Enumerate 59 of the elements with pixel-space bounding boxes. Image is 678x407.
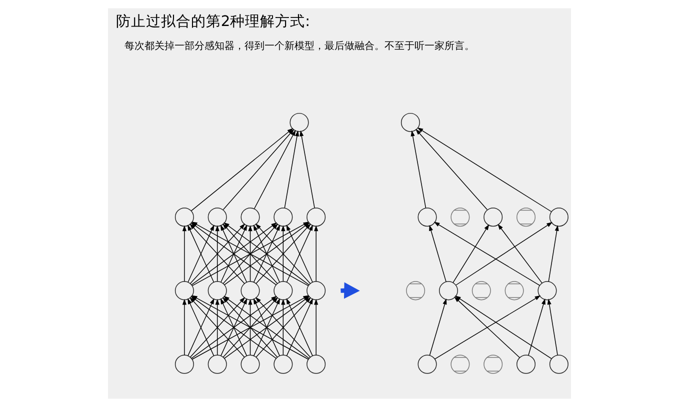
arrow xyxy=(253,130,296,210)
node-crossed-circle xyxy=(450,354,470,374)
arrow xyxy=(182,298,186,356)
arrow xyxy=(286,224,312,283)
arrow xyxy=(248,298,252,356)
arrow xyxy=(214,298,219,356)
node-circle xyxy=(207,208,226,227)
node-circle xyxy=(537,281,556,300)
node-circle xyxy=(483,208,502,227)
arrow xyxy=(299,130,314,208)
arrow xyxy=(286,298,312,356)
arrow xyxy=(452,224,489,283)
node-circle xyxy=(438,281,458,300)
arrow xyxy=(497,224,542,284)
arrow xyxy=(314,298,318,356)
arrow xyxy=(314,225,318,282)
arrow xyxy=(182,225,186,282)
node-circle xyxy=(548,208,568,227)
arrow xyxy=(280,298,285,356)
node-circle xyxy=(174,354,194,374)
arrow xyxy=(455,222,552,286)
node-circle xyxy=(306,208,326,227)
arrow xyxy=(280,225,285,282)
node-circle xyxy=(273,354,292,374)
arrow xyxy=(248,225,252,282)
label: 每次都关掉一部分感知器，得到一个新模型，最后做融合。不至于听一家所言。 xyxy=(124,40,474,52)
node-circle xyxy=(417,208,436,227)
arrow xyxy=(214,225,219,282)
node-circle xyxy=(174,208,194,227)
arrow xyxy=(428,298,446,356)
arrow xyxy=(528,298,545,356)
node-circle xyxy=(548,354,568,374)
node-circle xyxy=(174,281,194,300)
node-circle xyxy=(273,208,292,227)
node-circle xyxy=(240,208,260,227)
node-circle xyxy=(417,354,436,374)
node-circle xyxy=(240,354,260,374)
node-circle xyxy=(306,281,326,300)
arrow xyxy=(548,225,558,282)
arrow xyxy=(187,298,214,356)
arrow xyxy=(415,129,488,210)
arrow xyxy=(284,130,299,208)
arrow xyxy=(433,222,540,286)
node-circle xyxy=(516,354,536,374)
arrow xyxy=(428,224,446,282)
node-crossed-circle xyxy=(483,354,502,374)
arrow xyxy=(546,298,558,356)
node-circle xyxy=(273,281,292,300)
node-circle xyxy=(207,354,226,374)
diagram-title: 防止过拟合的第2种理解方式: xyxy=(115,12,310,30)
arrow xyxy=(252,224,280,283)
arrow xyxy=(416,127,552,212)
node-circle xyxy=(207,281,226,300)
arrow xyxy=(252,298,280,356)
node-circle xyxy=(306,354,326,374)
node-circle xyxy=(289,112,308,132)
node-circle xyxy=(400,112,420,132)
arrow xyxy=(410,130,426,208)
node-circle xyxy=(240,281,260,300)
